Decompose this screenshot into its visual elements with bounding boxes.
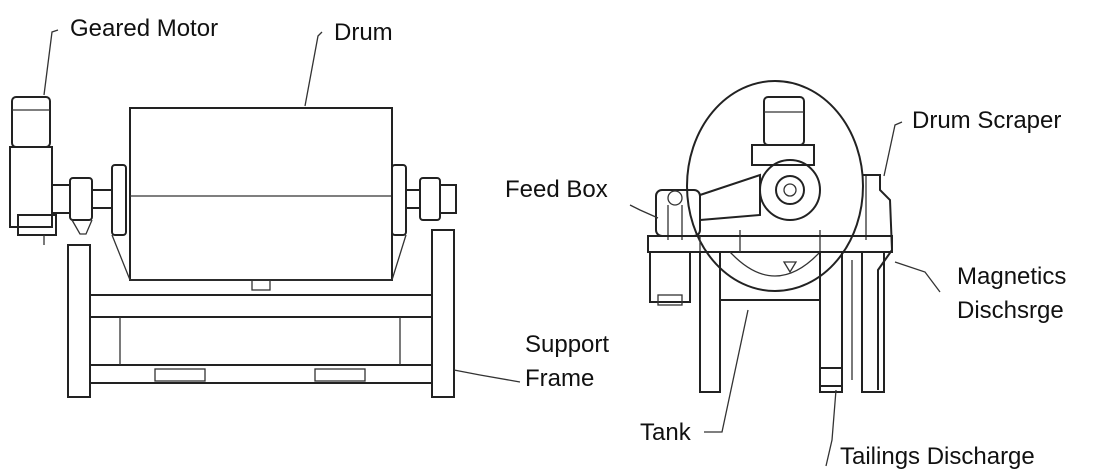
label-tailings-discharge: Tailings Discharge [840,443,1035,470]
label-magnetics-line1: Magnetics [957,263,1066,290]
label-support-frame-line1: Support [525,331,609,358]
drum-scraper [862,174,894,390]
label-feed-box: Feed Box [505,176,608,203]
front-view [9,96,457,398]
geared-motor [9,96,57,245]
label-magnetics-line2: Dischsrge [957,297,1064,324]
label-drum-scraper: Drum Scraper [912,107,1061,134]
tailings-discharge [819,367,843,387]
support-frame [67,229,455,398]
tank-top-plate [647,230,893,277]
side-motor [699,96,821,222]
feed-box [655,189,701,240]
leader-lines [43,29,941,467]
label-drum: Drum [334,19,393,46]
label-geared-motor: Geared Motor [70,15,218,42]
drum-circle [686,80,864,292]
drum [129,107,393,291]
label-tank: Tank [640,419,692,446]
side-view [647,80,894,393]
callout-labels: Geared Motor Drum Support Frame Feed Box… [70,15,1066,470]
left-bearing [51,164,127,236]
label-support-frame-line2: Frame [525,365,594,392]
tank [649,251,885,393]
right-bearing [391,164,457,236]
